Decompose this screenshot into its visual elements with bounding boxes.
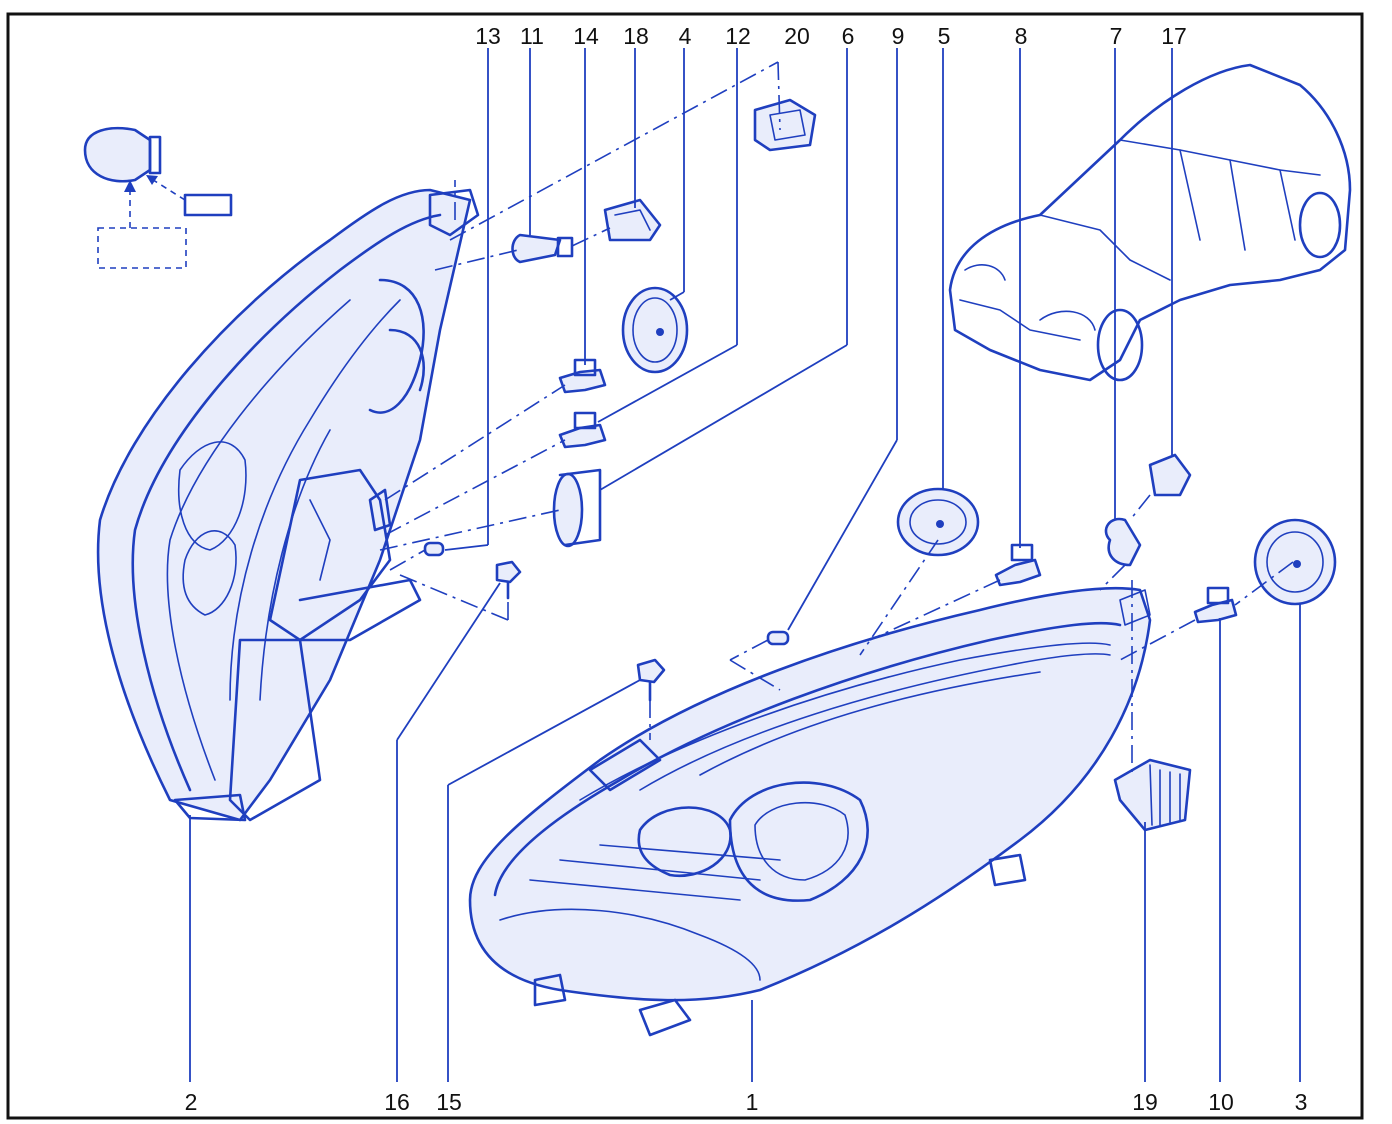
callout-8: 8 bbox=[1015, 23, 1028, 49]
callout-1: 1 bbox=[746, 1089, 759, 1115]
callout-18: 18 bbox=[623, 23, 649, 49]
callout-13: 13 bbox=[475, 23, 501, 49]
callout-11: 11 bbox=[520, 23, 544, 49]
part-13-small-bulb bbox=[423, 541, 445, 557]
part-8-bulb bbox=[994, 543, 1042, 587]
part-6-cover bbox=[552, 468, 602, 548]
part-10-bulb bbox=[1193, 586, 1238, 624]
callout-10: 10 bbox=[1208, 1089, 1234, 1115]
callout-7: 7 bbox=[1110, 23, 1123, 49]
leader-lines bbox=[189, 48, 1301, 1082]
callout-19: 19 bbox=[1132, 1089, 1158, 1115]
part-19-module bbox=[1113, 758, 1192, 832]
callout-16: 16 bbox=[384, 1089, 410, 1115]
headlight-right-front-view bbox=[468, 586, 1152, 1037]
callout-9: 9 bbox=[892, 23, 905, 49]
part-16-screw bbox=[495, 560, 522, 600]
part-20-connector bbox=[753, 98, 817, 152]
diagram-border bbox=[6, 12, 1364, 1120]
part-12-bulb bbox=[558, 411, 607, 449]
car-illustration bbox=[948, 63, 1352, 382]
part-9-small-bulb bbox=[766, 630, 790, 646]
part-5-cap bbox=[896, 487, 980, 557]
callout-5: 5 bbox=[938, 23, 951, 49]
callout-17: 17 bbox=[1161, 23, 1187, 49]
callout-3: 3 bbox=[1295, 1089, 1308, 1115]
headlight-left-rear-view bbox=[96, 188, 480, 822]
callout-12: 12 bbox=[725, 23, 751, 49]
part-18-bulb-holder bbox=[603, 198, 662, 242]
callout-2: 2 bbox=[185, 1089, 198, 1115]
callout-20: 20 bbox=[784, 23, 810, 49]
part-11-bulb bbox=[511, 233, 574, 264]
callout-15: 15 bbox=[436, 1089, 462, 1115]
part-7-bulb bbox=[1104, 517, 1142, 567]
part-15-screw bbox=[636, 658, 666, 702]
bulb-detail-inset bbox=[83, 126, 233, 269]
callout-labels: 13 11 14 18 4 12 20 6 9 5 8 7 17 2 16 15… bbox=[185, 23, 1308, 1115]
callout-4: 4 bbox=[679, 23, 692, 49]
assembly-lines bbox=[379, 61, 1294, 775]
part-14-bulb bbox=[558, 358, 607, 394]
part-4-cap bbox=[621, 286, 689, 374]
callout-6: 6 bbox=[842, 23, 855, 49]
part-17-bulb-holder bbox=[1148, 453, 1192, 497]
callout-14: 14 bbox=[573, 23, 599, 49]
part-3-cap bbox=[1253, 518, 1337, 606]
